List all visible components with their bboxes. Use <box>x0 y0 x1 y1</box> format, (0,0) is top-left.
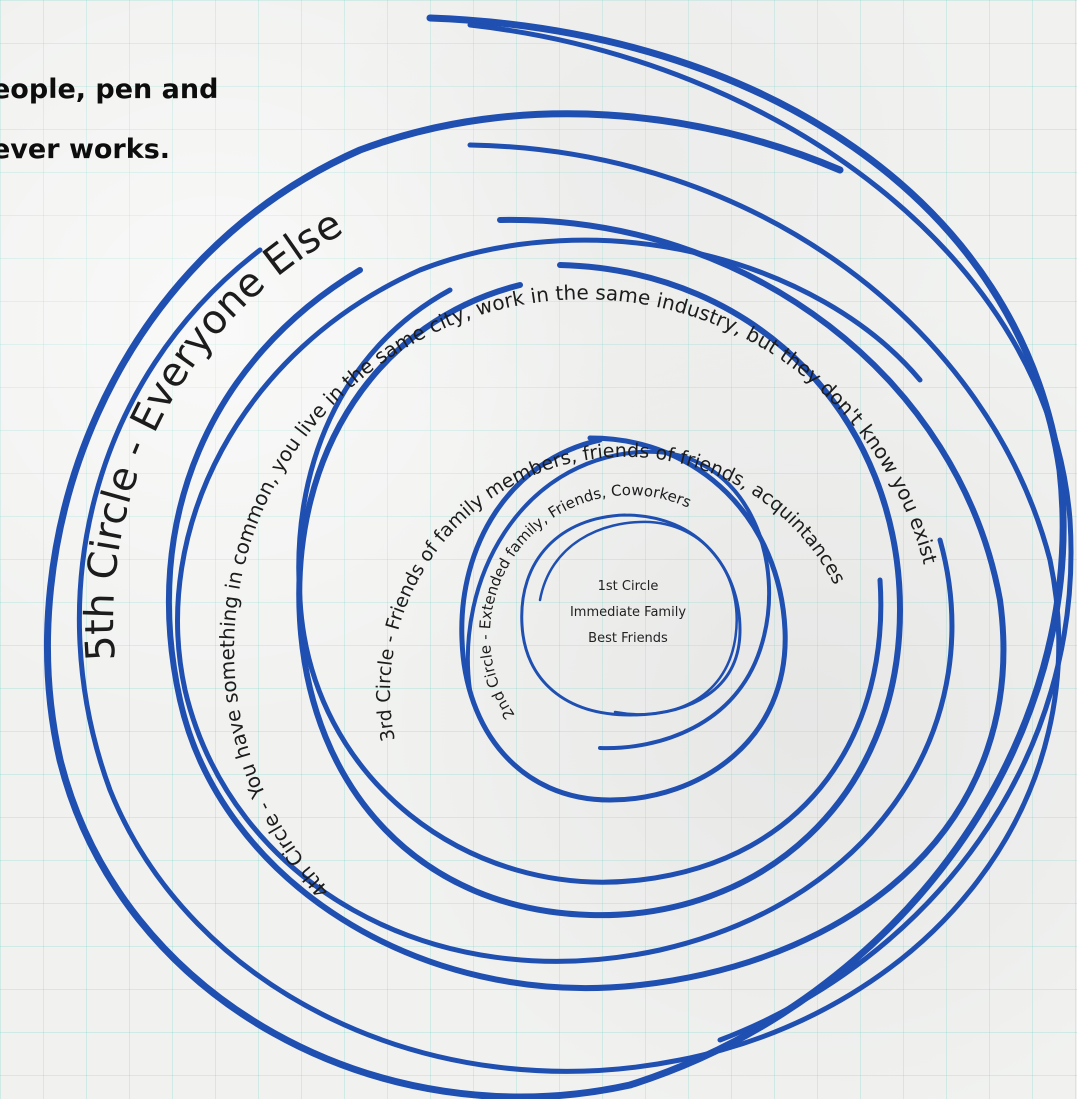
ring-second-a <box>459 435 788 803</box>
first-circle-title: 1st Circle <box>598 579 659 594</box>
headline-line-1: eople, pen and <box>0 74 219 105</box>
first-circle-line-2: Immediate Family <box>570 605 686 620</box>
ring-third-b <box>296 287 884 885</box>
second-circle-label: 2nd Circle - Extended family, Friends, C… <box>476 481 694 723</box>
ring-second-b <box>465 449 772 751</box>
headline: eople, pen and ever works. <box>0 60 420 180</box>
ring-fourth-b <box>175 237 955 964</box>
headline-line-2: ever works. <box>0 134 171 165</box>
ring-fifth-a <box>44 14 1067 1099</box>
ring-fourth-a <box>166 216 1007 992</box>
ring-first-b <box>538 520 738 716</box>
first-circle-line-3: Best Friends <box>588 631 668 646</box>
ring-fifth-b <box>76 142 1062 1074</box>
ring-fifth-c <box>467 22 1074 1043</box>
ring-third-a <box>296 262 903 919</box>
